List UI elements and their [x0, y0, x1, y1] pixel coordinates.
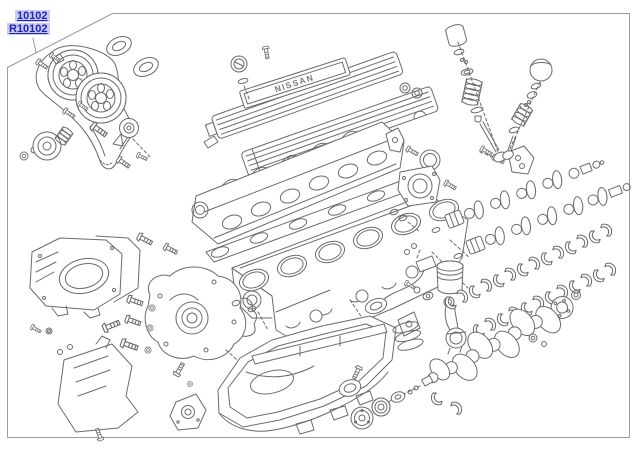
- cylinder-head: [191, 121, 405, 245]
- cylinder-bores: [238, 198, 460, 292]
- crankshaft-group: [371, 290, 581, 417]
- piston-rings: [392, 321, 424, 351]
- crank-pulley-group: [350, 391, 406, 430]
- valve-spring-2: [510, 103, 534, 127]
- head-hardware: [385, 82, 535, 175]
- rear-seal-group: [397, 149, 458, 207]
- cam-sprocket-2: [75, 72, 127, 124]
- engine-block: [231, 193, 469, 345]
- timing-belt-group: [19, 36, 159, 171]
- cam-cover-rear: [241, 86, 439, 177]
- part-link-r10102[interactable]: R10102: [7, 23, 50, 35]
- oil-filler-cap: [230, 55, 251, 102]
- diagram-frame: [7, 13, 630, 438]
- idler-pulley-2: [133, 57, 159, 77]
- part-link-10102[interactable]: 10102: [14, 10, 50, 22]
- valve-spring-1: [461, 78, 483, 106]
- camshaft-dowels: [404, 227, 471, 259]
- outlet-flange: [169, 393, 207, 431]
- ornament-plate: NISSAN: [239, 57, 351, 109]
- under-crank-bearings: [428, 390, 465, 417]
- belt-tensioner: [112, 118, 139, 147]
- label-leader-line: [32, 37, 37, 54]
- tensioner-spring: [54, 126, 74, 146]
- valve-cover-group: NISSAN: [203, 45, 439, 177]
- valve-group-2: [502, 58, 553, 160]
- lifting-bracket: [507, 145, 535, 175]
- oil-strainer: [364, 249, 437, 315]
- camshaft-exhaust: [465, 183, 631, 255]
- baffle-bar: [251, 323, 388, 365]
- combustion-chambers: [221, 150, 388, 230]
- crank-sprocket: [19, 131, 62, 161]
- idler-pulley-1: [106, 36, 132, 56]
- valve-group-1: [445, 24, 507, 163]
- front-cover-group: [29, 231, 180, 335]
- part-number-links: 10102 R10102: [7, 10, 50, 35]
- oil-pan-group: [169, 299, 421, 435]
- bearing-row-lower: [470, 260, 619, 347]
- bearing-row-upper: [442, 221, 615, 312]
- lower-timing-cover-group: [57, 317, 139, 442]
- belt-plate: [51, 53, 65, 65]
- camshaft-intake: [444, 160, 605, 229]
